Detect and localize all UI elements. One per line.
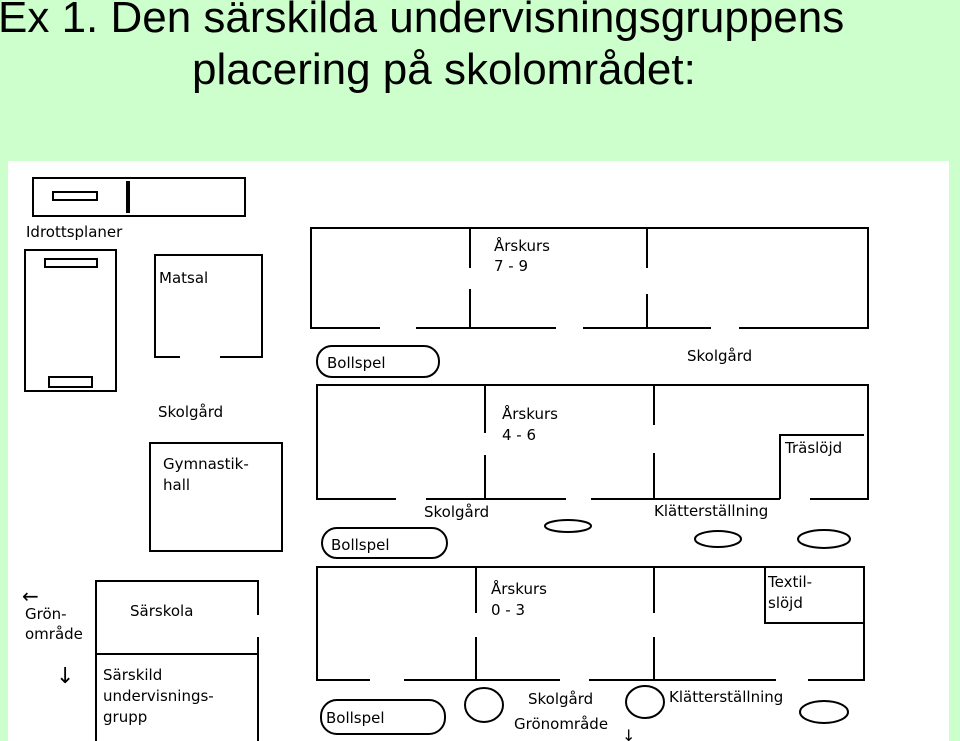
label-skolgard-top: Skolgård [687,347,752,365]
arrow-left-icon: ← [22,584,39,608]
label-sarskild-1: Särskild [103,666,162,684]
label-traslojd: Träslöjd [784,439,842,457]
label-skolgard-left: Skolgård [158,403,223,421]
bottom-circles [464,685,849,724]
building-matsal [154,254,263,358]
label-gron-2: område [25,625,83,643]
label-gron-1: Grön- [25,605,67,623]
label-sarskild-3: grupp [103,708,147,726]
title-line-1: Ex 1. Den särskilda undervisningsgruppen… [0,0,845,42]
school-area-plan: Idrottsplaner Matsal Skolgård Gymnastik-… [8,161,949,741]
bollspel-field-1 [316,345,440,378]
arrow-down-icon: ↓ [56,664,74,689]
label-skolgard-middle: Skolgård [424,503,489,521]
page-title: Ex 1. Den särskilda undervisningsgruppen… [0,0,960,96]
label-klatter-1: Klätterställning [654,502,768,520]
arrow-down-icon-bottom: ↓ [622,726,635,741]
label-grade-0-3: 0 - 3 [491,601,525,619]
label-arskurs-top: Årskurs [494,236,550,255]
label-matsal: Matsal [159,269,208,287]
label-arskurs-bottom: Årskurs [491,579,547,598]
label-idrottsplaner: Idrottsplaner [26,223,123,241]
label-gymnastik-1: Gymnastik- [163,455,249,473]
building-gymnastikhall [149,442,283,552]
label-gronomrade: Grönområde [514,715,608,733]
label-bollspel-2: Bollspel [331,536,390,554]
label-textil-1: Textil- [767,573,812,591]
label-klatter-2: Klätterställning [669,688,783,706]
label-arskurs-middle: Årskurs [502,404,558,423]
label-textil-2: slöjd [768,594,803,612]
building-arskurs-0-3 [316,566,865,681]
label-grade-7-9: 7 - 9 [494,257,528,275]
label-sarskild-2: undervisnings- [103,687,214,705]
label-gymnastik-2: hall [163,476,190,494]
climbing-frame-ovals [544,519,851,549]
title-line-2: placering på skolområdet: [192,45,696,94]
bollspel-field-3 [320,699,446,735]
label-bollspel-1: Bollspel [327,354,386,372]
sports-field-top [32,177,246,217]
building-arskurs-4-6 [316,384,869,500]
building-arskurs-7-9 [310,227,869,329]
label-skolgard-bottom: Skolgård [528,690,593,708]
bollspel-field-2 [321,527,448,559]
label-sarskola: Särskola [130,602,193,620]
label-grade-4-6: 4 - 6 [502,426,536,444]
sports-field-vertical [24,249,117,392]
building-sarskola [95,580,259,741]
label-bollspel-3: Bollspel [326,709,385,727]
